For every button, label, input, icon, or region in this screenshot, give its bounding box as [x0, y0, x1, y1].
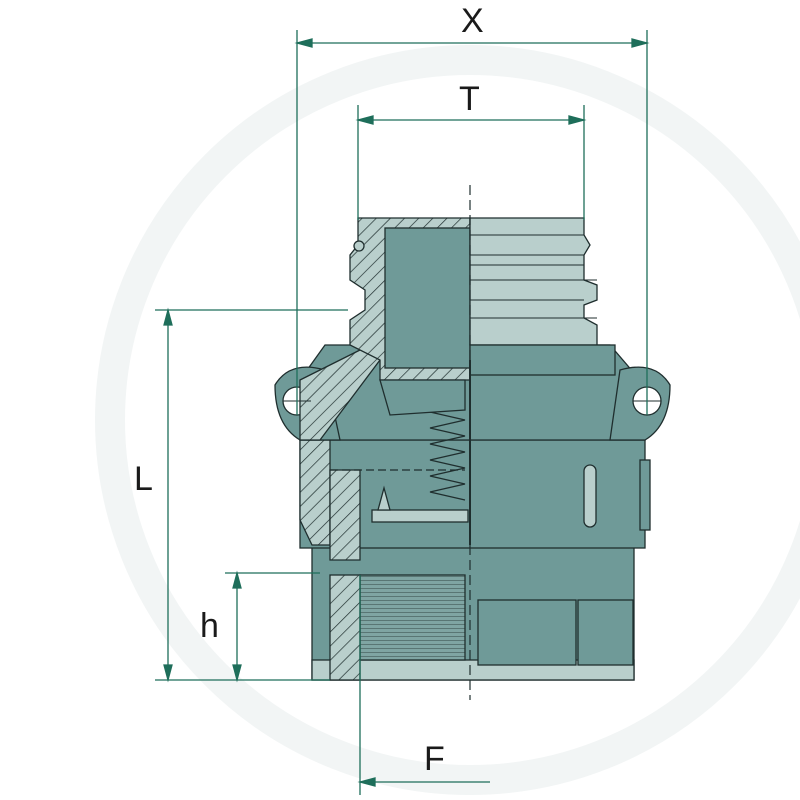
label-x: X	[461, 2, 484, 40]
label-f: F	[424, 740, 445, 778]
label-t: T	[459, 80, 480, 118]
label-h: h	[200, 607, 219, 645]
spring	[429, 411, 466, 501]
label-l: L	[134, 460, 153, 498]
background-watermark	[95, 45, 800, 795]
coupling-body	[274, 217, 671, 681]
nipple-exterior	[469, 217, 598, 346]
slot	[583, 464, 597, 528]
internal-thread	[359, 574, 466, 661]
dimension-lines	[155, 30, 650, 795]
